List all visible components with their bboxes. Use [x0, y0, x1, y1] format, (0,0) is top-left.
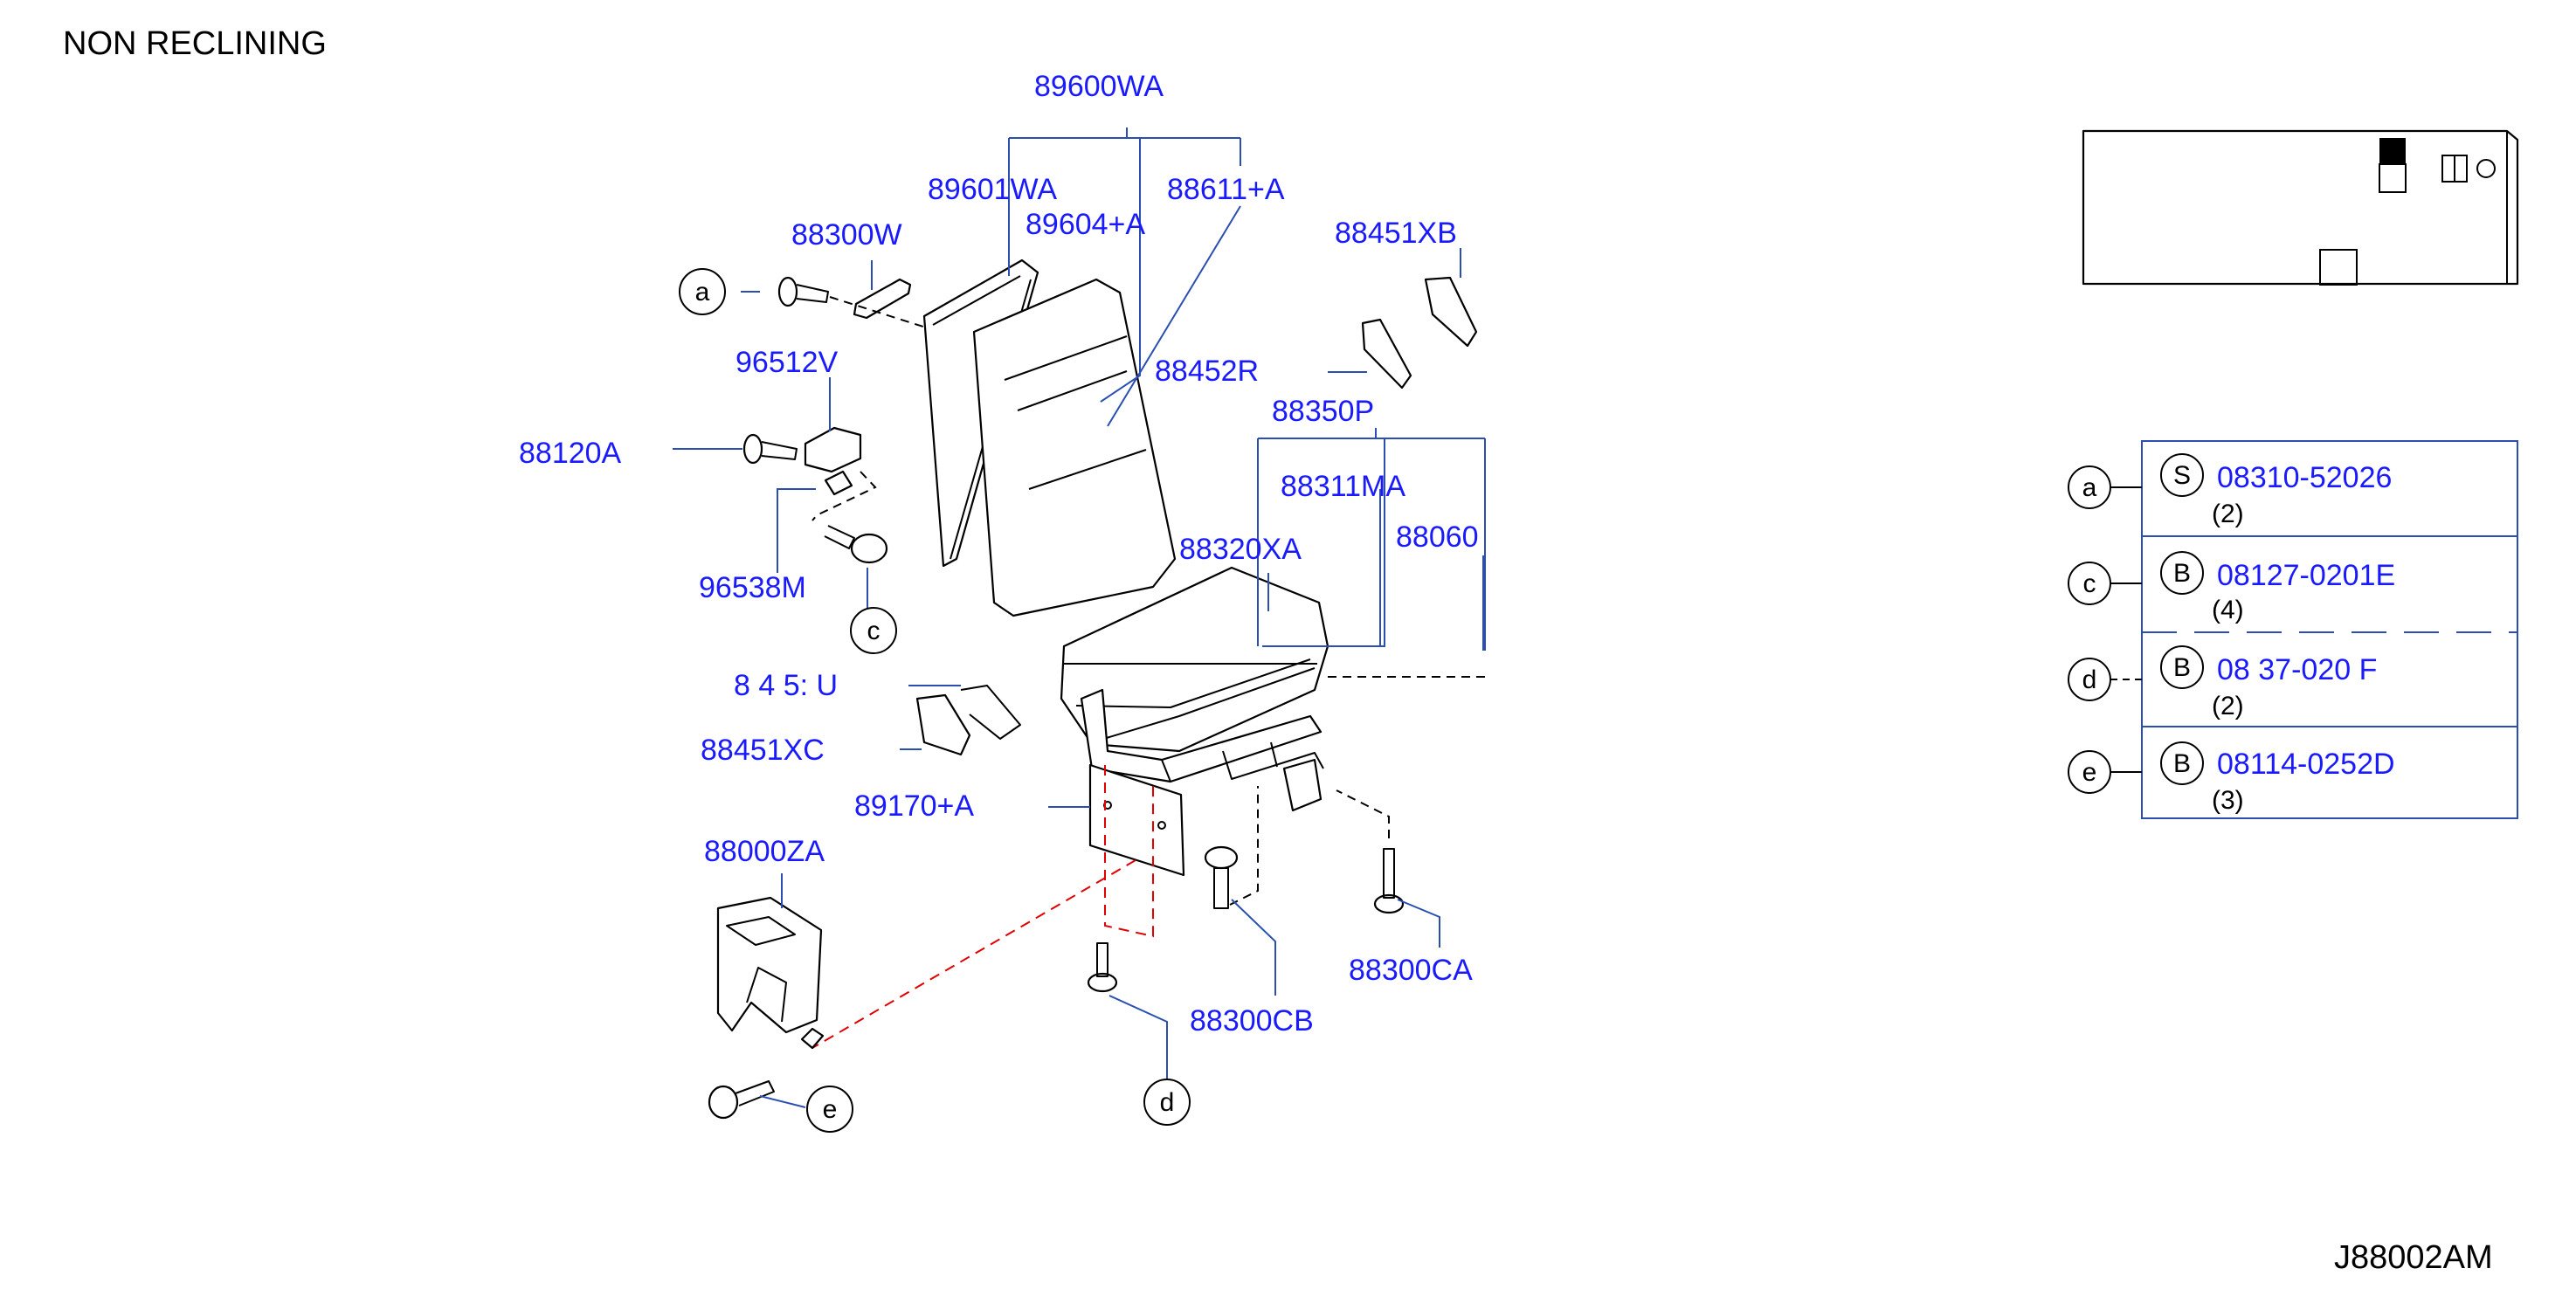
label-88300ca: 88300CA: [1349, 954, 1473, 987]
label-88060: 88060: [1396, 520, 1479, 554]
label-8845u: 8 4 5: U: [734, 669, 838, 702]
label-89600wa: 89600WA: [1034, 70, 1164, 103]
label-88120a: 88120A: [519, 437, 622, 470]
fastener-qty-e: (3): [2212, 786, 2244, 815]
fastener-part-d: 08 37-020 F: [2217, 653, 2377, 686]
fastener-part-c: 08127-0201E: [2217, 559, 2395, 592]
cover-88451xc-drawing: [915, 685, 1021, 756]
diagram-title: NON RECLINING: [63, 25, 327, 62]
callout-e: e: [823, 1095, 838, 1124]
fastener-qty-d: (2): [2212, 692, 2244, 720]
label-96512v: 96512V: [736, 346, 839, 379]
fastener-table: a S 08310-52026 (2) c B 08127-0201E (4) …: [2068, 440, 2518, 819]
cover-88451xb-drawing: [1361, 276, 1478, 389]
label-89170a: 89170+A: [854, 789, 974, 823]
seat-cushion-drawing: [1060, 566, 1329, 753]
label-88320xa: 88320XA: [1179, 533, 1302, 566]
fastener-type-a: S: [2173, 461, 2191, 490]
fastener-type-d: B: [2173, 653, 2191, 682]
fastener-part-a: 08310-52026: [2217, 461, 2392, 494]
label-96538m: 96538M: [699, 571, 806, 604]
fastener-row-c: c B 08127-0201E (4): [2068, 551, 2395, 624]
bracket-96512v-drawing: [742, 426, 877, 521]
label-89604a: 89604+A: [1026, 208, 1145, 241]
bolt-88300ca-drawing: [1336, 789, 1405, 914]
fastener-row-d: d B 08 37-020 F (2): [2068, 645, 2377, 720]
fastener-callout-c: c: [2083, 569, 2096, 598]
seat-back-cushion-drawing: [972, 278, 1177, 617]
label-88451xb: 88451XB: [1335, 217, 1457, 250]
fastener-callout-e: e: [2082, 758, 2097, 787]
fastener-qty-c: (4): [2212, 596, 2244, 624]
label-88452r: 88452R: [1155, 355, 1259, 388]
callout-c: c: [867, 617, 881, 645]
diagram-callouts: a c d e: [679, 268, 1191, 1133]
fastener-row-e: e B 08114-0252D (3): [2068, 741, 2395, 815]
label-89601wa: 89601WA: [928, 173, 1057, 206]
fastener-type-e: B: [2173, 749, 2191, 778]
bolt-a-drawing: [777, 276, 927, 328]
label-88300cb: 88300CB: [1190, 1004, 1314, 1037]
label-88350p: 88350P: [1272, 395, 1374, 428]
callout-d: d: [1160, 1088, 1175, 1117]
bolt-e-drawing: [708, 1080, 775, 1120]
belt-88000za-drawing: [716, 896, 825, 1050]
seat-frame-drawing: [1080, 688, 1324, 812]
label-88311ma: 88311MA: [1281, 470, 1405, 503]
diagram-code: J88002AM: [2334, 1239, 2493, 1276]
clip-88300w-drawing: [853, 278, 912, 320]
fastener-row-a: a S 08310-52026 (2): [2068, 453, 2392, 528]
callout-a: a: [695, 278, 710, 307]
label-88300w: 88300W: [791, 218, 902, 252]
fastener-part-e: 08114-0252D: [2217, 748, 2395, 781]
label-88611a: 88611+A: [1167, 173, 1285, 206]
inset-location-drawing: [2082, 129, 2519, 286]
bracket-89170a-drawing: [1088, 763, 1185, 877]
leader-lines: [673, 128, 1486, 1108]
part-labels: 89600WA 89601WA 89604+A 88611+A 88300W 8…: [519, 70, 1479, 1037]
label-88000za: 88000ZA: [704, 835, 825, 868]
hidden-lines: [811, 765, 1154, 1049]
bolt-c-drawing: [824, 525, 888, 564]
fastener-callout-a: a: [2082, 473, 2097, 502]
bolt-88300cb-drawing: [1204, 786, 1259, 909]
fastener-type-c: B: [2173, 559, 2191, 588]
fastener-callout-d: d: [2082, 665, 2097, 694]
bolt-d-drawing: [1087, 942, 1118, 993]
label-88451xc: 88451XC: [701, 734, 825, 767]
fastener-qty-a: (2): [2212, 500, 2244, 528]
